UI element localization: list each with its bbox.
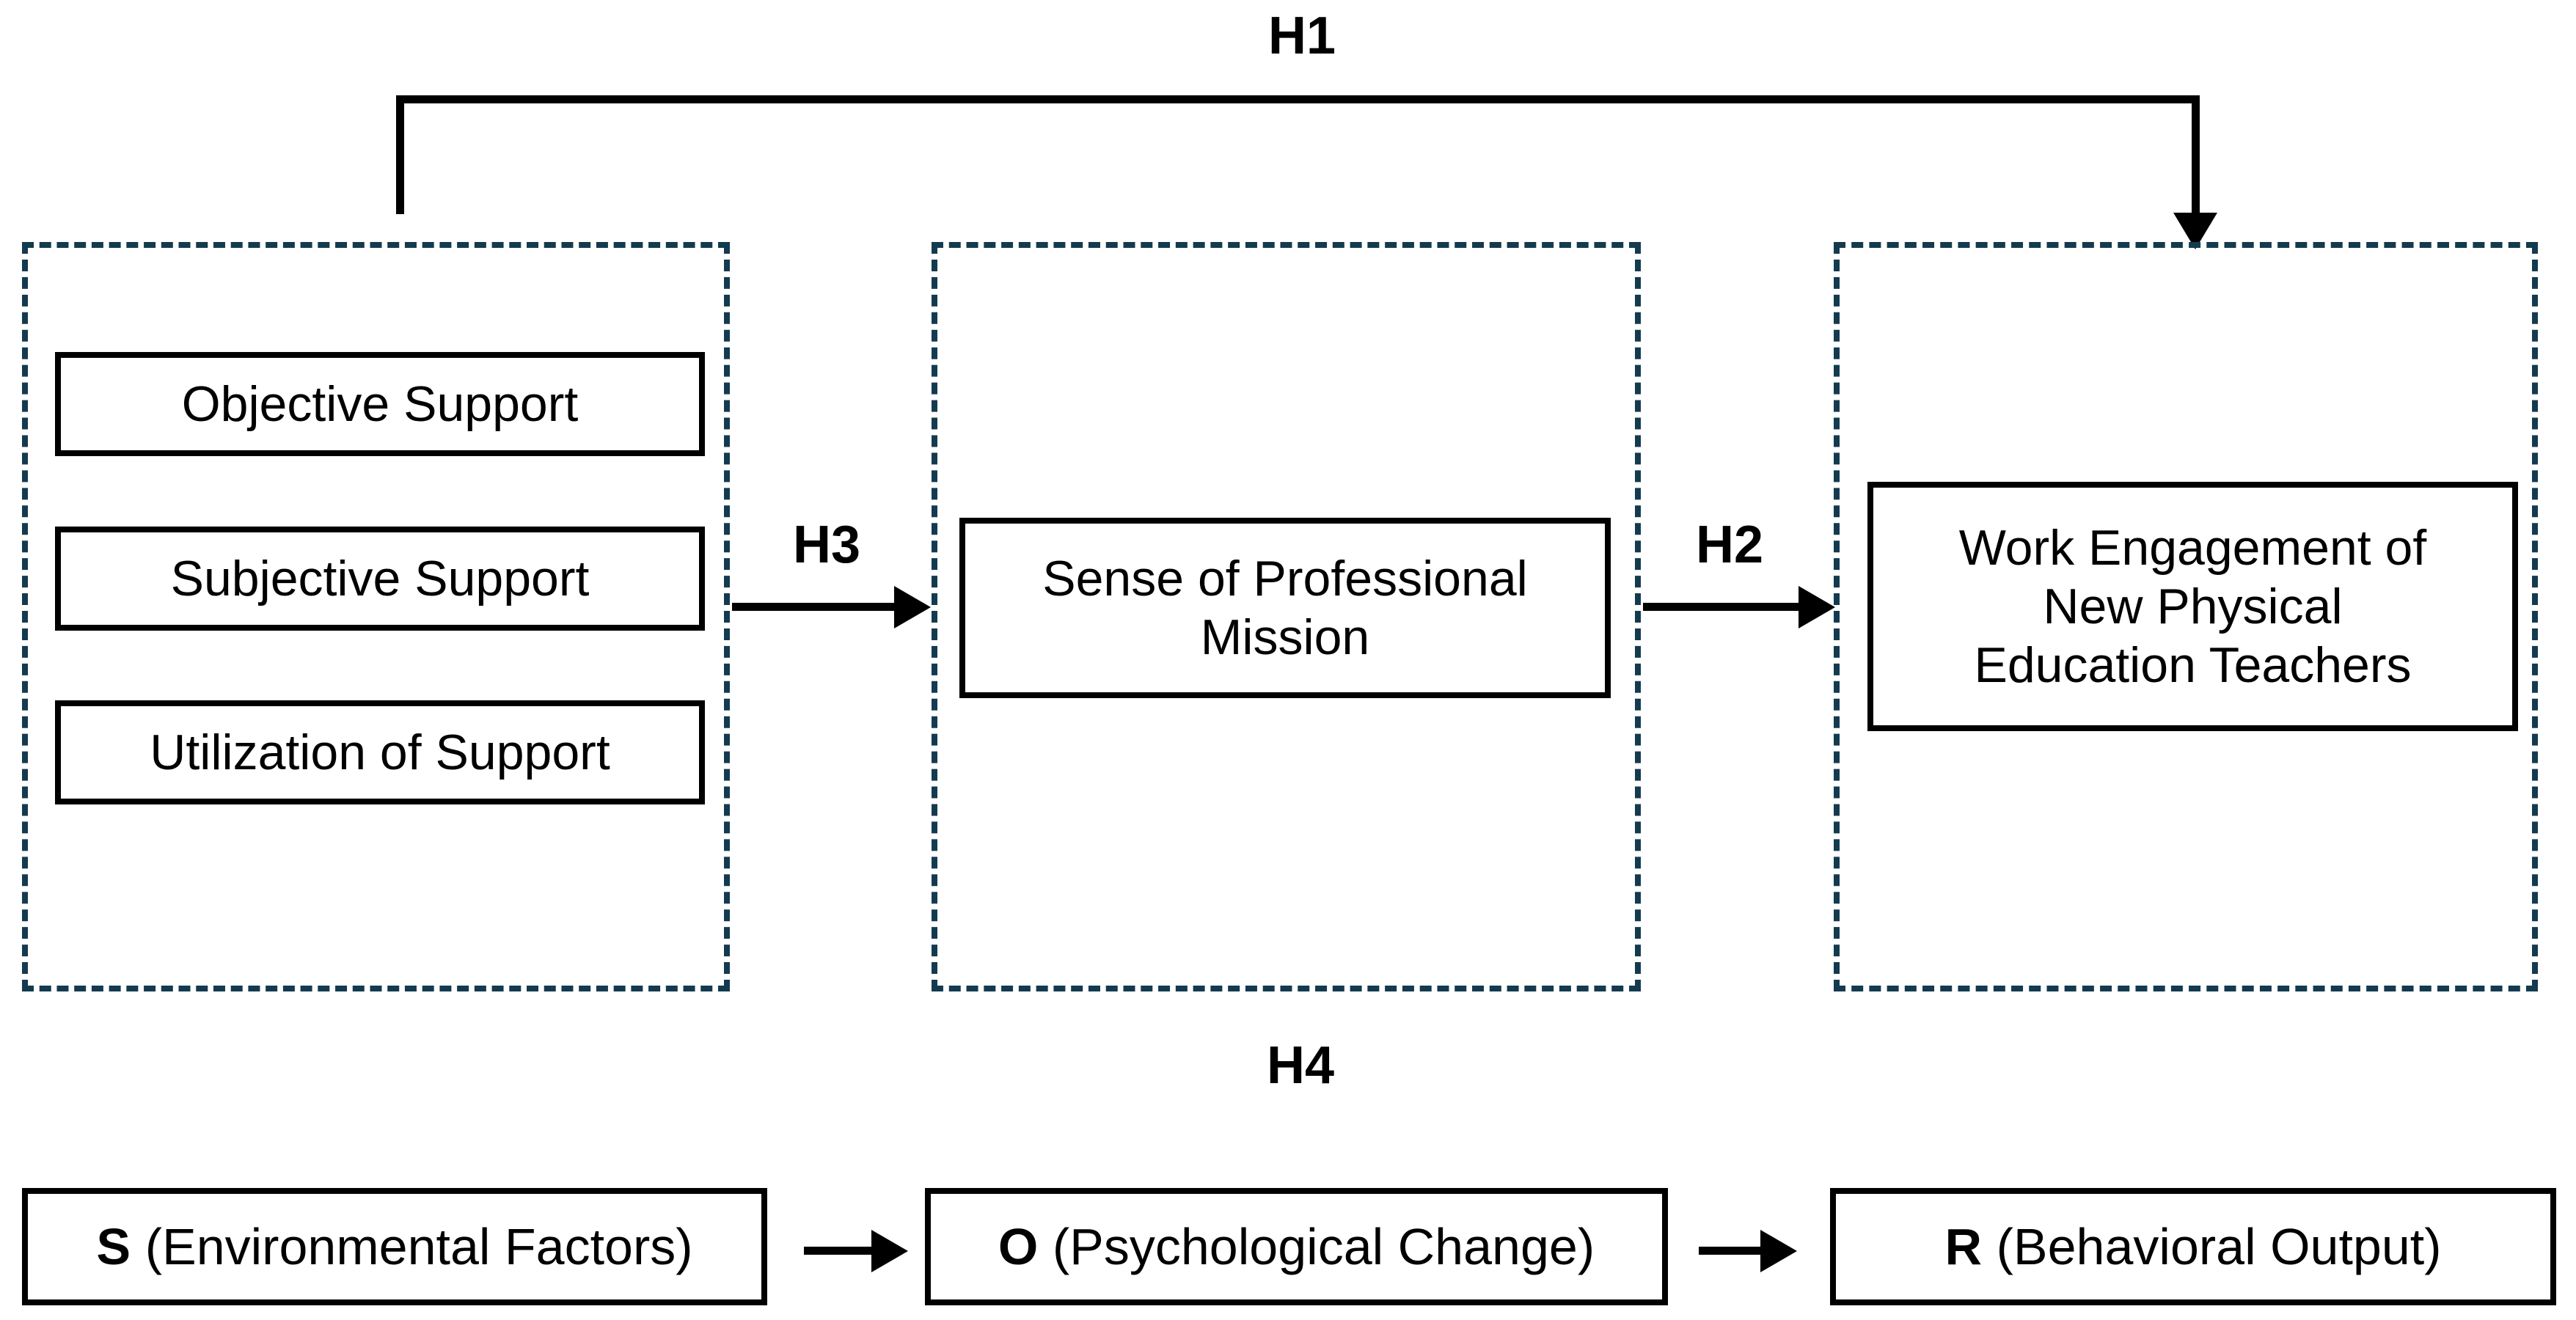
subjective-support-box: Subjective Support [55,527,705,631]
h3-arrowhead-right-icon [894,586,931,628]
social-support-dashed-group [22,242,730,991]
h1-label: H1 [1267,7,1336,65]
sor-arrow-1-line [804,1247,874,1255]
sense-of-professional-mission-box: Sense of Professional Mission [959,518,1611,698]
s-environmental-factors-box: S(Environmental Factors) [22,1188,767,1305]
h1-connector-left-vertical-line [396,95,404,214]
h1-connector-right-vertical-line [2192,95,2200,216]
r-description: (Behavioral Output) [1996,1218,2442,1275]
mediator-dashed-group [932,242,1641,991]
sor-arrow-2-line [1699,1247,1766,1255]
o-psychological-change-box: O(Psychological Change) [925,1188,1668,1305]
r-symbol: R [1944,1218,1982,1275]
outcome-dashed-group [1834,242,2538,991]
h1-connector-horizontal-line [396,95,2200,103]
h3-arrow-line [732,603,897,611]
sor-arrowhead-2-right-icon [1760,1230,1797,1272]
s-symbol: S [96,1218,131,1275]
sor-arrowhead-1-right-icon [871,1230,908,1272]
h2-label: H2 [1695,516,1764,574]
o-symbol: O [998,1218,1039,1275]
o-description: (Psychological Change) [1052,1218,1595,1275]
r-behavioral-output-box: R(Behavioral Output) [1830,1188,2556,1305]
h2-arrow-line [1643,603,1803,611]
objective-support-box: Objective Support [55,352,705,456]
h4-label: H4 [1266,1036,1335,1095]
work-engagement-box: Work Engagement of New Physical Educatio… [1867,482,2518,731]
h3-label: H3 [792,516,861,574]
h2-arrowhead-right-icon [1799,586,1835,628]
s-description: (Environmental Factors) [144,1218,693,1275]
utilization-of-support-box: Utilization of Support [55,700,705,804]
